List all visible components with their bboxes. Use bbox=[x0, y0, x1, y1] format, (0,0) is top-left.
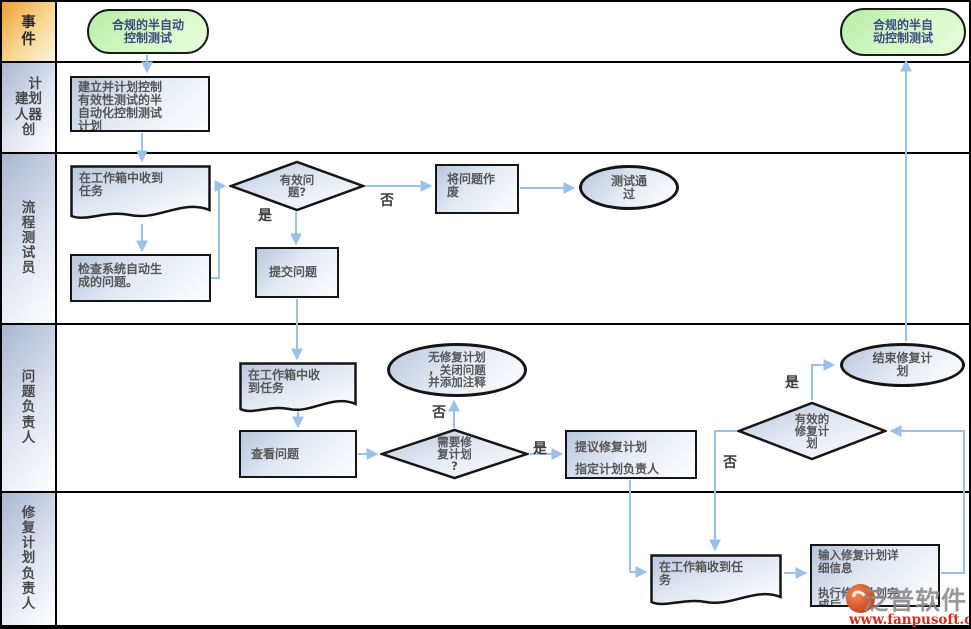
edge-label-no: 否 bbox=[432, 405, 446, 421]
process-node-view-issue: 查看问题 bbox=[239, 430, 357, 478]
terminal-node-finish-fix-plan: 结束修复计 划 bbox=[840, 343, 965, 387]
process-node-submit-issue: 提交问题 bbox=[255, 247, 339, 298]
document-shape bbox=[239, 362, 357, 413]
edge-label-yes: 是 bbox=[785, 375, 799, 391]
process-node-create-plan: 建立并计划控制 有效性测试的半 自动化控制测试 计划 bbox=[70, 76, 210, 132]
watermark-url: www.fanpusoft.com bbox=[849, 612, 969, 628]
lane-fix-plan-owner: 修 复 计 划 负 责 人 bbox=[2, 493, 969, 627]
lane-label-process-tester: 流 程 测 试 员 bbox=[2, 154, 57, 323]
edge-label-yes: 是 bbox=[533, 441, 547, 457]
document-shape bbox=[650, 554, 782, 606]
lane-issue-owner: 问 题 负 责 人 bbox=[2, 325, 969, 493]
lane-plan-creator: 计 建划 人器 创 bbox=[2, 63, 969, 154]
document-label: 在工作箱中收 到任务 bbox=[248, 368, 321, 395]
process-node-check-issues: 检查系统自动生 成的问题。 bbox=[70, 254, 211, 302]
lane-label-plan-creator: 计 建划 人器 创 bbox=[2, 63, 57, 152]
decision-label: 有效的 修复计 划 bbox=[794, 412, 830, 450]
process-node-discard-issue: 将问题作 废 bbox=[435, 164, 519, 214]
brand-logo-icon bbox=[846, 584, 875, 613]
diamond-shape bbox=[378, 428, 531, 480]
terminal-node-no-fix-plan: 无修复计划 ，关闭问题 并添加注释 bbox=[387, 343, 527, 397]
lane-process-tester: 流 程 测 试 员 bbox=[2, 154, 969, 325]
watermark-brand: 泛普软件 bbox=[863, 586, 968, 615]
lane-label-event: 事 件 bbox=[2, 2, 57, 61]
lane-event: 事 件 bbox=[2, 2, 969, 63]
terminal-node-test-passed: 测试通 过 bbox=[579, 165, 679, 210]
process-node-propose-fix-plan: 提议修复计划 指定计划负责人 bbox=[565, 430, 697, 479]
edge-label-no: 否 bbox=[380, 193, 394, 209]
edge-label-no: 否 bbox=[723, 455, 737, 471]
lane-label-fix-plan-owner: 修 复 计 划 负 责 人 bbox=[2, 493, 57, 625]
lane-label-issue-owner: 问 题 负 责 人 bbox=[2, 325, 57, 491]
decision-node-need-fix-plan: 需要修 复计划 ? bbox=[378, 428, 531, 480]
diamond-shape bbox=[735, 401, 889, 461]
diamond-shape bbox=[227, 160, 367, 212]
document-node-receive-task-2: 在工作箱中收 到任务 bbox=[239, 362, 357, 417]
watermark: 泛普软件 www.fanpusoft.com bbox=[840, 581, 969, 628]
decision-label: 需要修 复计划 ? bbox=[437, 435, 472, 473]
decision-node-valid-issue: 有效问 题? bbox=[227, 160, 367, 212]
decision-node-effective-fix-plan: 有效的 修复计 划 bbox=[735, 401, 889, 461]
document-shape bbox=[70, 165, 211, 219]
decision-label: 有效问 题? bbox=[279, 173, 315, 199]
document-label: 在工作箱中收到 任务 bbox=[79, 171, 164, 198]
start-event-node: 合规的半自动 控制测试 bbox=[87, 9, 209, 54]
document-node-receive-task-3: 在工作箱收到任 务 bbox=[650, 554, 782, 610]
document-node-receive-task-1: 在工作箱中收到 任务 bbox=[70, 165, 211, 224]
document-label: 在工作箱收到任 务 bbox=[659, 560, 744, 587]
end-event-node: 合规的半自 动控制测试 bbox=[840, 8, 966, 56]
edge-label-yes: 是 bbox=[258, 208, 272, 224]
